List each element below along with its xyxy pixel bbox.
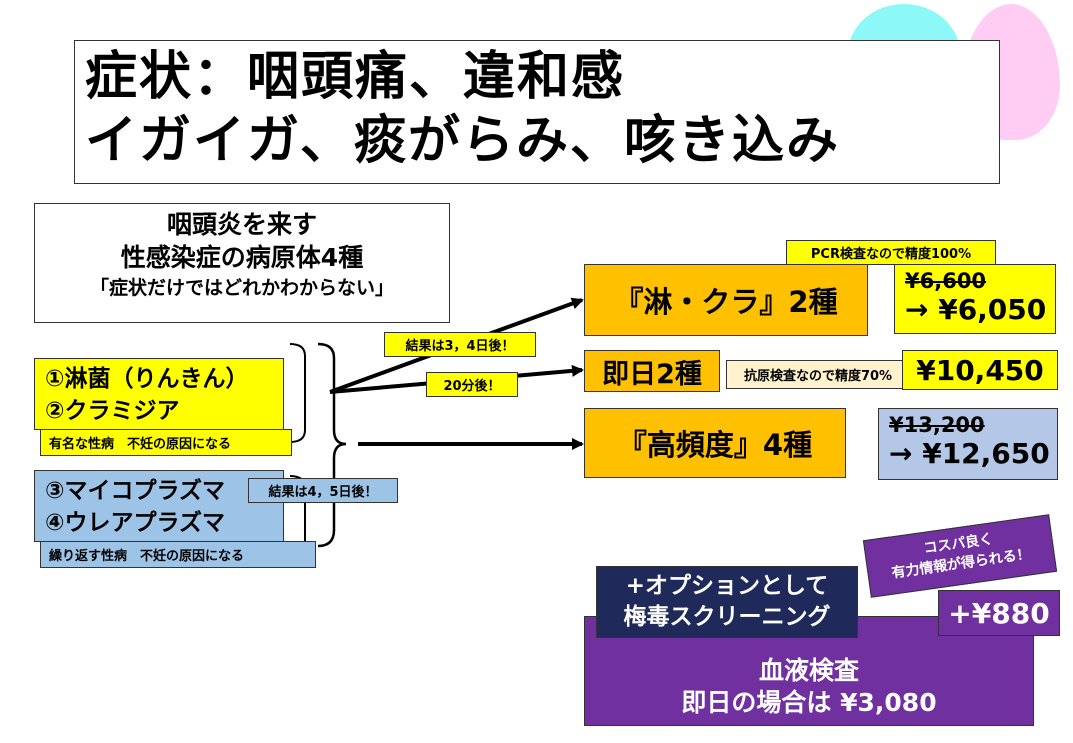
sokujitsu-price: ¥10,450 — [916, 353, 1044, 387]
pcr-accuracy-badge: PCR検査なので精度100% — [786, 240, 996, 265]
koukindo-new-price: → ¥12,650 — [889, 437, 1050, 470]
rinkura-price-box: ¥6,600 → ¥6,050 — [894, 264, 1056, 334]
option-header-line2: 梅毒スクリーニング — [623, 604, 831, 630]
twenty-minutes-label: 20分後！ — [426, 372, 518, 397]
rinkura-old-price: ¥6,600 — [905, 269, 987, 293]
test-sokujitsu-box: 即日2種 — [584, 350, 720, 392]
rinkura-new-price: → ¥6,050 — [905, 293, 1047, 326]
sokujitsu-price-box: ¥10,450 — [902, 350, 1058, 390]
koukindo-price-box: ¥13,200 → ¥12,650 — [878, 408, 1058, 480]
group2-result-timing: 結果は4，5日後！ — [248, 478, 398, 503]
blood-test-line2: 即日の場合は ¥3,080 — [681, 688, 937, 717]
group1-note: 有名な性病 不妊の原因になる — [40, 429, 292, 456]
test-koukindo-box: 『高頻度』4種 — [584, 408, 846, 478]
pathogen-gonorrhea: ①淋菌（りんきん） — [45, 366, 249, 392]
pathogen-chlamydia: ②クラミジア — [45, 398, 180, 424]
pathogen-intro-line3: 「症状だけではどれかわからない」 — [89, 277, 394, 299]
test-rinkura-box: 『淋・クラ』2種 — [584, 264, 868, 336]
syphilis-option-header: +オプションとして 梅毒スクリーニング — [596, 566, 858, 638]
symptom-title-line2: イガイガ、痰がらみ、咳き込み — [85, 111, 840, 171]
pathogen-intro-line1: 咽頭炎を来す — [166, 210, 317, 239]
group1-bracket — [289, 343, 306, 443]
syphilis-price: +¥880 — [948, 596, 1050, 630]
symptom-title-box: 症状：咽頭痛、違和感 イガイガ、痰がらみ、咳き込み — [74, 40, 1000, 184]
option-header-line1: +オプションとして — [625, 573, 829, 599]
pathogen-mycoplasma: ③マイコプラズマ — [45, 478, 226, 504]
pathogen-intro-box: 咽頭炎を来す 性感染症の病原体4種 「症状だけではどれかわからない」 — [34, 203, 450, 323]
pathogen-intro-line2: 性感染症の病原体4種 — [120, 243, 364, 272]
pathogen-group1-box: ①淋菌（りんきん） ②クラミジア — [34, 358, 284, 430]
koukindo-old-price: ¥13,200 — [889, 413, 985, 437]
syphilis-price-box: +¥880 — [938, 590, 1060, 636]
antigen-accuracy-badge: 抗原検査なので精度70% — [726, 360, 910, 389]
pathogen-group2-box: ③マイコプラズマ ④ウレアプラズマ — [34, 470, 284, 542]
pathogen-ureaplasma: ④ウレアプラズマ — [45, 510, 226, 536]
symptom-title-line1: 症状：咽頭痛、違和感 — [85, 47, 626, 107]
result-3-4-days-label: 結果は3，4日後！ — [384, 332, 536, 357]
all-group-brace — [317, 342, 347, 548]
blood-test-line1: 血液検査 — [758, 656, 859, 685]
group2-note: 繰り返す性病 不妊の原因になる — [40, 541, 316, 568]
